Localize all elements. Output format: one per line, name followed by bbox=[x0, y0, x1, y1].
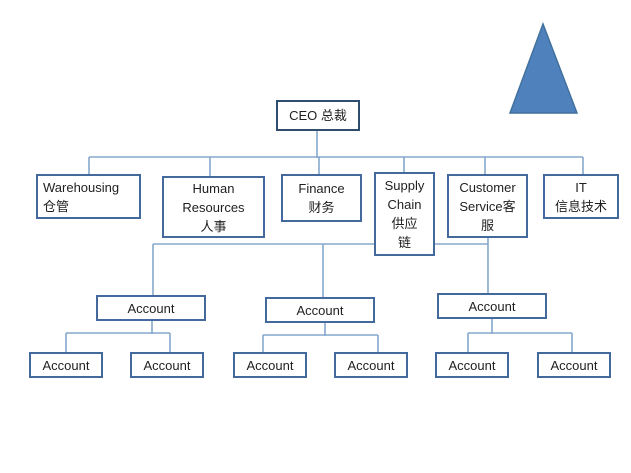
org-node-account-mid-2: Account bbox=[265, 297, 375, 323]
org-node-hr-line1: Human bbox=[192, 180, 235, 196]
org-node-ceo: CEO 总裁 bbox=[276, 100, 360, 131]
org-node-finance: Finance 财务 bbox=[281, 174, 362, 222]
org-node-warehousing-line1: Warehousing bbox=[43, 179, 120, 195]
account-label: Account bbox=[246, 357, 294, 373]
org-node-account-leaf-3: Account bbox=[233, 352, 307, 378]
account-label: Account bbox=[468, 298, 516, 314]
account-label: Account bbox=[347, 357, 395, 373]
connector-level2 bbox=[152, 238, 489, 302]
account-label: Account bbox=[143, 357, 191, 373]
org-node-account-mid-1: Account bbox=[96, 295, 206, 321]
org-node-finance-line2: 财务 bbox=[308, 200, 335, 215]
org-node-supply-line4: 链 bbox=[397, 235, 411, 250]
org-node-account-leaf-6: Account bbox=[537, 352, 611, 378]
account-label: Account bbox=[550, 357, 598, 373]
org-node-account-leaf-2: Account bbox=[130, 352, 204, 378]
connector-level3 bbox=[65, 318, 573, 356]
org-node-it-line2: 信息技术 bbox=[554, 198, 607, 214]
org-node-hr-line3: 人事 bbox=[200, 218, 227, 234]
org-node-warehousing: Warehousing 仓管 bbox=[36, 174, 141, 219]
org-node-customer-service: Customer Service客 服 bbox=[447, 174, 528, 238]
org-node-supply-chain: Supply Chain 供应 链 bbox=[374, 172, 435, 256]
account-label: Account bbox=[42, 357, 90, 373]
connector-lines bbox=[65, 130, 584, 356]
org-node-finance-line1: Finance bbox=[298, 181, 345, 196]
org-node-supply-line3: 供应 bbox=[391, 216, 418, 231]
triangle-shape bbox=[508, 21, 579, 114]
org-node-account-leaf-4: Account bbox=[334, 352, 408, 378]
org-node-ceo-label: CEO 总裁 bbox=[289, 108, 347, 123]
org-node-it: IT 信息技术 bbox=[543, 174, 619, 219]
org-node-cs-line2: Service客 bbox=[459, 198, 516, 214]
org-node-account-mid-3: Account bbox=[437, 293, 547, 319]
org-node-account-leaf-5: Account bbox=[435, 352, 509, 378]
org-node-account-leaf-1: Account bbox=[29, 352, 103, 378]
org-node-supply-line2: Chain bbox=[387, 197, 422, 212]
org-node-hr-line2: Resources bbox=[182, 199, 245, 215]
org-node-cs-line3: 服 bbox=[480, 217, 494, 233]
connector-level1 bbox=[88, 130, 584, 182]
org-node-cs-line1: Customer bbox=[459, 179, 516, 195]
org-node-human-resources: Human Resources 人事 bbox=[162, 176, 265, 238]
org-node-warehousing-line2: 仓管 bbox=[43, 198, 70, 214]
org-node-supply-line1: Supply bbox=[384, 178, 425, 193]
org-node-it-line1: IT bbox=[575, 179, 587, 195]
account-label: Account bbox=[127, 300, 175, 316]
account-label: Account bbox=[296, 302, 344, 318]
account-label: Account bbox=[448, 357, 496, 373]
